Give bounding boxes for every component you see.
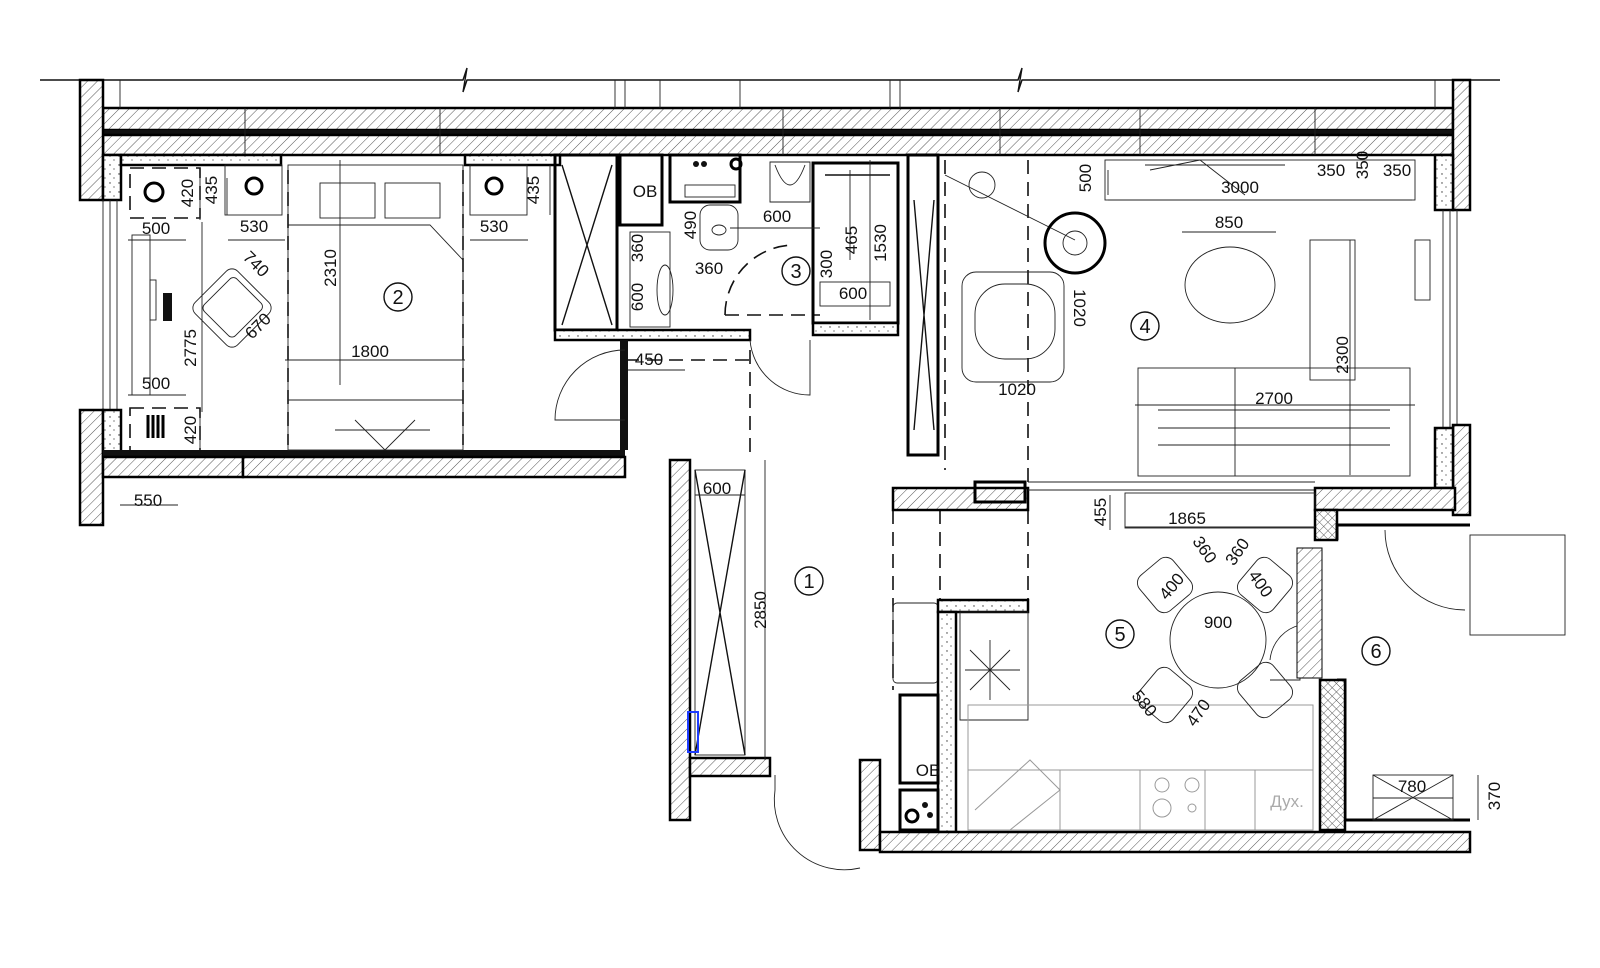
chair	[1137, 556, 1193, 614]
dimension-lines	[120, 160, 1479, 820]
room-4: 4	[1130, 311, 1160, 341]
dimension-label: 500	[142, 219, 170, 238]
dimension-label: 600	[628, 283, 647, 311]
dimension-label: 1020	[1070, 289, 1089, 327]
kitchen: OB Дух.	[878, 547, 1472, 854]
oven-label: Дух.	[1270, 792, 1304, 811]
armchair	[961, 271, 1065, 383]
dimension-label: 465	[842, 226, 861, 254]
room-6: 6	[1361, 636, 1391, 666]
dimension-label: 600	[839, 284, 867, 303]
selection-marker[interactable]	[687, 711, 699, 753]
dimension-label: 2310	[321, 249, 340, 287]
dimension-label: 550	[134, 491, 162, 510]
room-2: 2	[383, 282, 413, 312]
dimension-label: 420	[181, 416, 200, 444]
room-1: 1	[794, 566, 824, 596]
dimension-label: 360	[695, 259, 723, 278]
balcony	[1313, 508, 1566, 832]
chair	[1137, 666, 1193, 724]
dimension-label: 350	[1383, 161, 1411, 180]
armchair	[192, 268, 272, 348]
dimension-label: 1530	[871, 224, 890, 262]
dimension-label: 1020	[998, 380, 1036, 399]
dimension-label: 500	[142, 374, 170, 393]
dimension-label: 530	[240, 217, 268, 236]
dimension-label: 3	[790, 261, 801, 283]
dimension-label: 420	[178, 179, 197, 207]
dimension-label: 450	[635, 350, 663, 369]
bed	[287, 164, 464, 451]
dimension-label: 360	[1189, 533, 1221, 567]
dimension-label: 500	[1076, 164, 1095, 192]
dimension-label: 490	[681, 211, 700, 239]
bedroom-furniture	[129, 164, 528, 453]
chair	[1237, 661, 1293, 719]
dimension-label: 740	[239, 247, 272, 280]
dimension-label: 2850	[751, 591, 770, 629]
dimension-label: 900	[1204, 613, 1232, 632]
dimension-label: 1865	[1168, 509, 1206, 528]
dimension-label: 2775	[181, 329, 200, 367]
lamp-icon	[143, 181, 165, 203]
dimension-label: 360	[1222, 535, 1254, 569]
dimension-label: 300	[817, 250, 836, 278]
dimension-label: 600	[703, 479, 731, 498]
bedroom-walls	[101, 153, 752, 479]
dimension-label: 3000	[1221, 178, 1259, 197]
dimension-label: 400	[1155, 569, 1188, 603]
chair	[1237, 556, 1293, 614]
dimension-label: 370	[1485, 782, 1504, 810]
dimension-label: 2700	[1255, 389, 1293, 408]
dimension-label: 470	[1183, 696, 1215, 730]
living-room	[891, 159, 1457, 529]
dimension-label: 530	[480, 217, 508, 236]
dimension-labels: 420 435 530 500 740 670 2310 1800 2775 5…	[134, 151, 1504, 810]
ob-label-kitchen: OB	[916, 761, 941, 780]
room-3: 3	[781, 256, 811, 286]
bathroom: OB	[618, 153, 940, 457]
dimension-label: 850	[1215, 213, 1243, 232]
dimension-label: 580	[1128, 686, 1161, 720]
room-5: 5	[1105, 619, 1135, 649]
dimension-label: 600	[763, 207, 791, 226]
dimension-label: 455	[1091, 498, 1110, 526]
kitchen-counter	[967, 704, 1314, 831]
dimension-label: 6	[1370, 641, 1381, 663]
dimension-label: 670	[241, 309, 274, 342]
sofa	[1137, 367, 1411, 477]
dimension-label: 2300	[1333, 336, 1352, 374]
exterior-walls	[40, 67, 1500, 527]
dimension-label: 2	[392, 287, 403, 309]
dimension-label: 360	[628, 234, 647, 262]
dimension-label: 1	[803, 571, 814, 593]
dimension-label: 5	[1114, 624, 1125, 646]
dimension-label: 435	[202, 176, 221, 204]
dimension-label: 350	[1353, 151, 1372, 179]
dimension-label: 400	[1245, 567, 1277, 601]
dimension-label: 1800	[351, 342, 389, 361]
ob-label: OB	[633, 182, 658, 201]
dimension-label: 780	[1398, 777, 1426, 796]
dimension-label: 350	[1317, 161, 1345, 180]
dimension-label: 435	[524, 176, 543, 204]
corridor	[554, 339, 1029, 871]
dimension-label: 4	[1139, 316, 1150, 338]
room-numbers: 1 2 3 4 5 6	[383, 256, 1391, 666]
